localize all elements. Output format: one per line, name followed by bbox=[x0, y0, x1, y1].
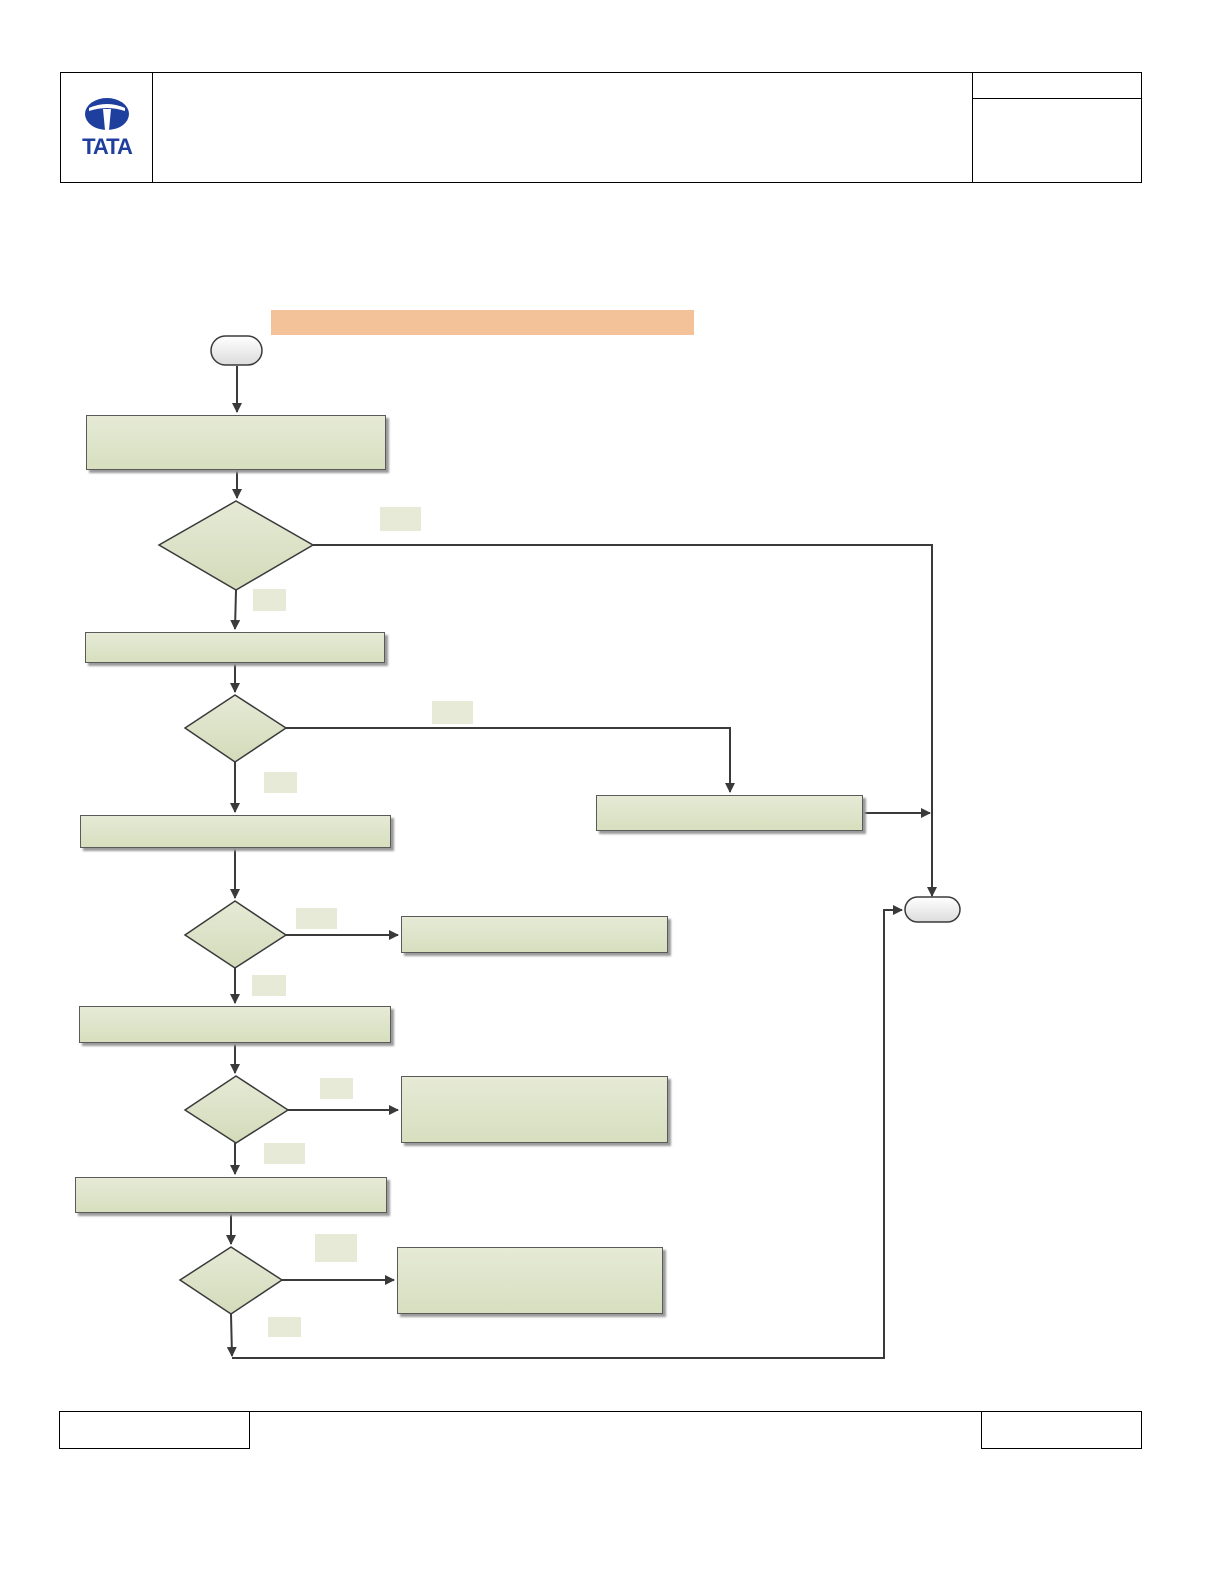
branch-label bbox=[252, 975, 286, 996]
process-box bbox=[401, 916, 668, 953]
footer-left-box bbox=[59, 1411, 250, 1449]
branch-label bbox=[320, 1078, 353, 1099]
tata-emblem-icon bbox=[85, 98, 129, 130]
flowchart-title bbox=[271, 310, 694, 335]
tata-logo: TATA bbox=[62, 74, 152, 182]
footer-right-box bbox=[981, 1411, 1142, 1449]
branch-label bbox=[380, 507, 421, 531]
footer-rule bbox=[250, 1411, 981, 1412]
process-box bbox=[401, 1076, 668, 1143]
branch-label bbox=[264, 1143, 305, 1164]
decision-diamond bbox=[183, 900, 288, 969]
decision-diamond bbox=[157, 500, 315, 591]
decision-diamond bbox=[183, 1075, 290, 1144]
branch-label bbox=[432, 701, 473, 724]
process-box bbox=[85, 632, 385, 663]
start-terminator bbox=[210, 335, 263, 366]
end-terminator bbox=[904, 896, 961, 923]
branch-label bbox=[315, 1234, 357, 1262]
process-box bbox=[75, 1177, 387, 1213]
process-box bbox=[79, 1006, 391, 1043]
process-box bbox=[80, 815, 391, 848]
footer-right-text bbox=[982, 1412, 1141, 1432]
branch-label bbox=[296, 908, 337, 929]
process-box bbox=[596, 795, 863, 831]
branch-label bbox=[253, 589, 286, 611]
decision-diamond bbox=[183, 694, 288, 763]
branch-label bbox=[268, 1317, 301, 1337]
footer-left-text bbox=[60, 1412, 249, 1432]
logo-wordmark: TATA bbox=[82, 134, 133, 159]
process-box bbox=[397, 1247, 663, 1314]
decision-diamond bbox=[178, 1246, 284, 1315]
branch-label bbox=[264, 772, 297, 793]
process-box bbox=[86, 415, 386, 470]
